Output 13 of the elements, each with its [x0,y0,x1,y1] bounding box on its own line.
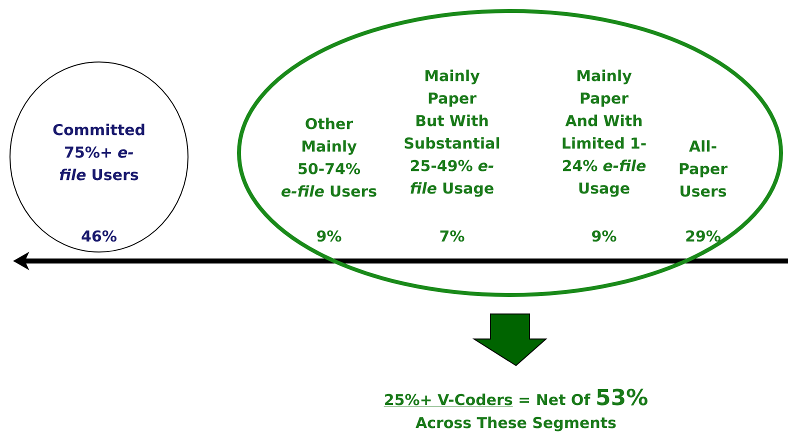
percentage: 29% [686,230,720,242]
segment-circle [10,62,188,252]
block-arrow [472,314,548,366]
percentage: 7% [440,230,464,242]
segment-label: Committed 75%+ e-file Users [53,124,144,180]
percentage: 9% [317,230,342,242]
segment-label: Mainly Paper And With Limited 1-24% e-file Usage [562,70,646,197]
segment-label: Mainly Paper But With Substantial 25-49% e-file Usage [404,70,500,197]
segment-label: Other Mainly 50-74% e-file Users [282,118,376,197]
segment-label: All-Paper Users [680,140,728,197]
percentage: 46% [82,230,116,242]
summary-text: 25%+ V-Coders = Net Of 53% Across These Segments [384,388,648,432]
percentage: 9% [592,230,616,242]
